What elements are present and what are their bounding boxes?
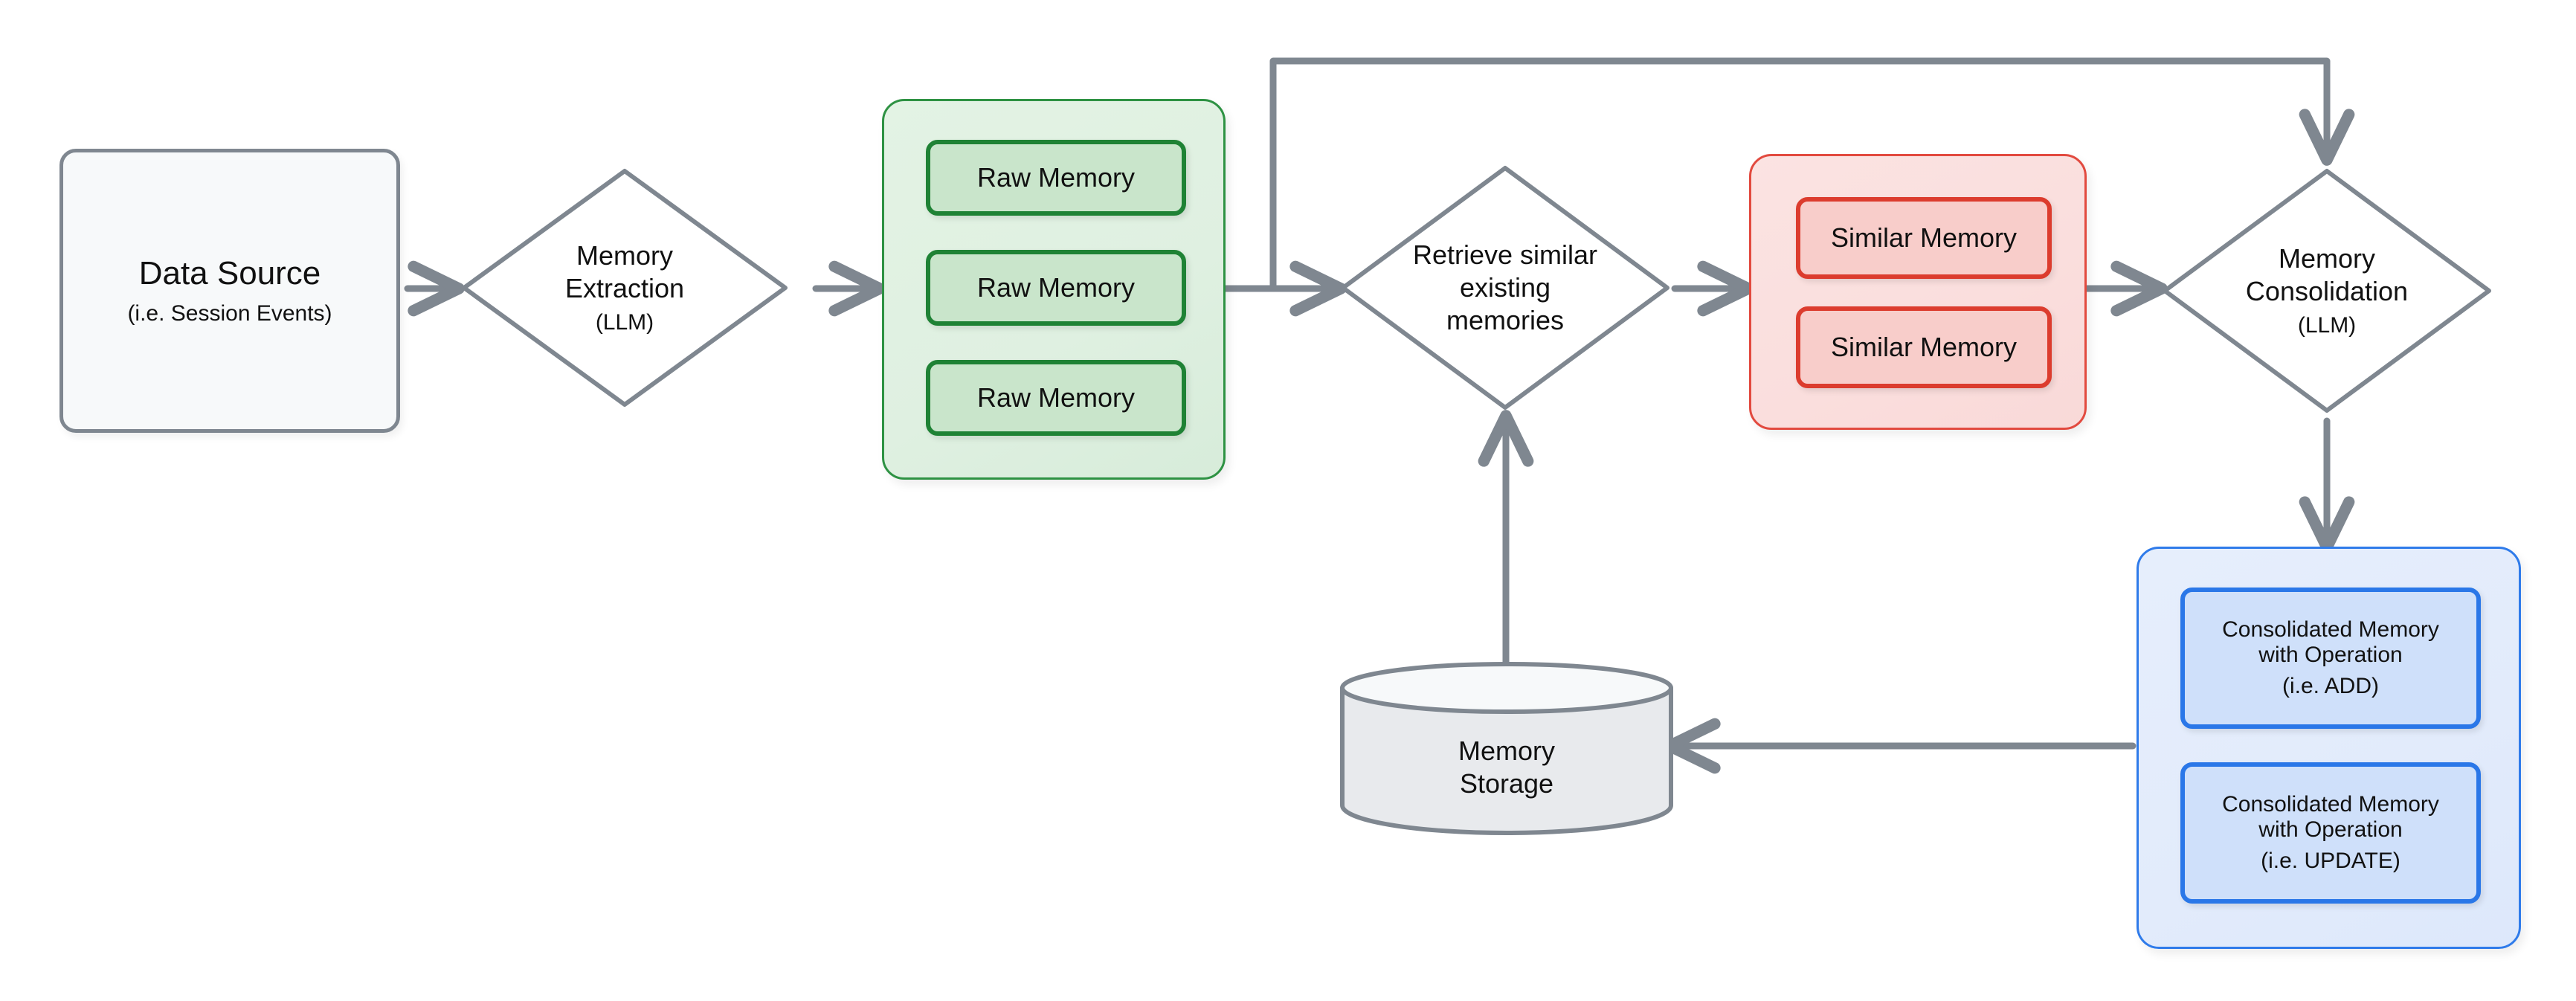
consolidated-memory-update-line3: (i.e. UPDATE) [2261,849,2400,873]
data-source-title: Data Source [138,254,321,292]
cylinder-shape [1340,662,1673,835]
memory-extraction-label: Memory Extraction (LLM) [565,239,684,336]
node-memory-extraction[interactable]: Memory Extraction (LLM) [458,165,791,411]
similar-memory-1-label: Similar Memory [1830,222,2017,253]
raw-memory-2-label: Raw Memory [976,272,1136,303]
diamond-shape [1341,166,1669,410]
consolidated-memory-update-line2: with Operation [2258,817,2403,842]
chip-similar-memory-2[interactable]: Similar Memory [1796,306,2052,388]
memory-consolidation-line1: Memory [2278,242,2375,274]
consolidated-memory-add-line2: with Operation [2258,643,2403,667]
diamond-shape [462,169,788,407]
chip-raw-memory-2[interactable]: Raw Memory [926,250,1186,326]
consolidated-memory-add-line3: (i.e. ADD) [2282,674,2380,698]
group-raw-memory[interactable]: Raw Memory Raw Memory Raw Memory [882,99,1226,480]
chip-similar-memory-1[interactable]: Similar Memory [1796,197,2052,279]
retrieve-similar-line2: existing [1459,272,1551,303]
memory-extraction-line2: Extraction [564,272,685,303]
consolidated-memory-update-line1: Consolidated Memory [2222,792,2439,817]
memory-consolidation-label: Memory Consolidation (LLM) [2246,242,2408,339]
node-memory-storage[interactable]: Memory Storage [1339,660,1675,835]
data-source-subtitle: (i.e. Session Events) [127,301,332,326]
raw-memory-3-label: Raw Memory [976,382,1136,413]
retrieve-similar-line3: memories [1446,304,1564,335]
diamond-shape [2163,169,2491,413]
chip-raw-memory-1[interactable]: Raw Memory [926,140,1186,216]
memory-storage-line2: Storage [1459,768,1554,799]
memory-extraction-line3: (LLM) [595,309,654,335]
consolidated-memory-add-line1: Consolidated Memory [2222,617,2439,642]
chip-consolidated-memory-update[interactable]: Consolidated Memory with Operation (i.e.… [2180,762,2481,904]
group-similar-memory[interactable]: Similar Memory Similar Memory [1749,154,2087,430]
retrieve-similar-label: Retrieve similar existing memories [1413,239,1597,337]
memory-consolidation-line3: (LLM) [2297,312,2357,338]
retrieve-similar-line1: Retrieve similar [1412,239,1598,271]
node-memory-consolidation[interactable]: Memory Consolidation (LLM) [2159,165,2495,416]
group-consolidated-memory[interactable]: Consolidated Memory with Operation (i.e.… [2137,547,2521,949]
memory-storage-label: Memory Storage [1339,660,1675,854]
chip-consolidated-memory-add[interactable]: Consolidated Memory with Operation (i.e.… [2180,588,2481,729]
memory-storage-line1: Memory [1458,736,1555,767]
chip-raw-memory-3[interactable]: Raw Memory [926,360,1186,436]
memory-extraction-line1: Memory [576,239,673,271]
similar-memory-2-label: Similar Memory [1830,332,2017,362]
node-data-source[interactable]: Data Source (i.e. Session Events) [59,149,400,433]
node-retrieve-similar[interactable]: Retrieve similar existing memories [1337,162,1673,413]
raw-memory-1-label: Raw Memory [976,162,1136,193]
memory-consolidation-line2: Consolidation [2245,275,2409,306]
